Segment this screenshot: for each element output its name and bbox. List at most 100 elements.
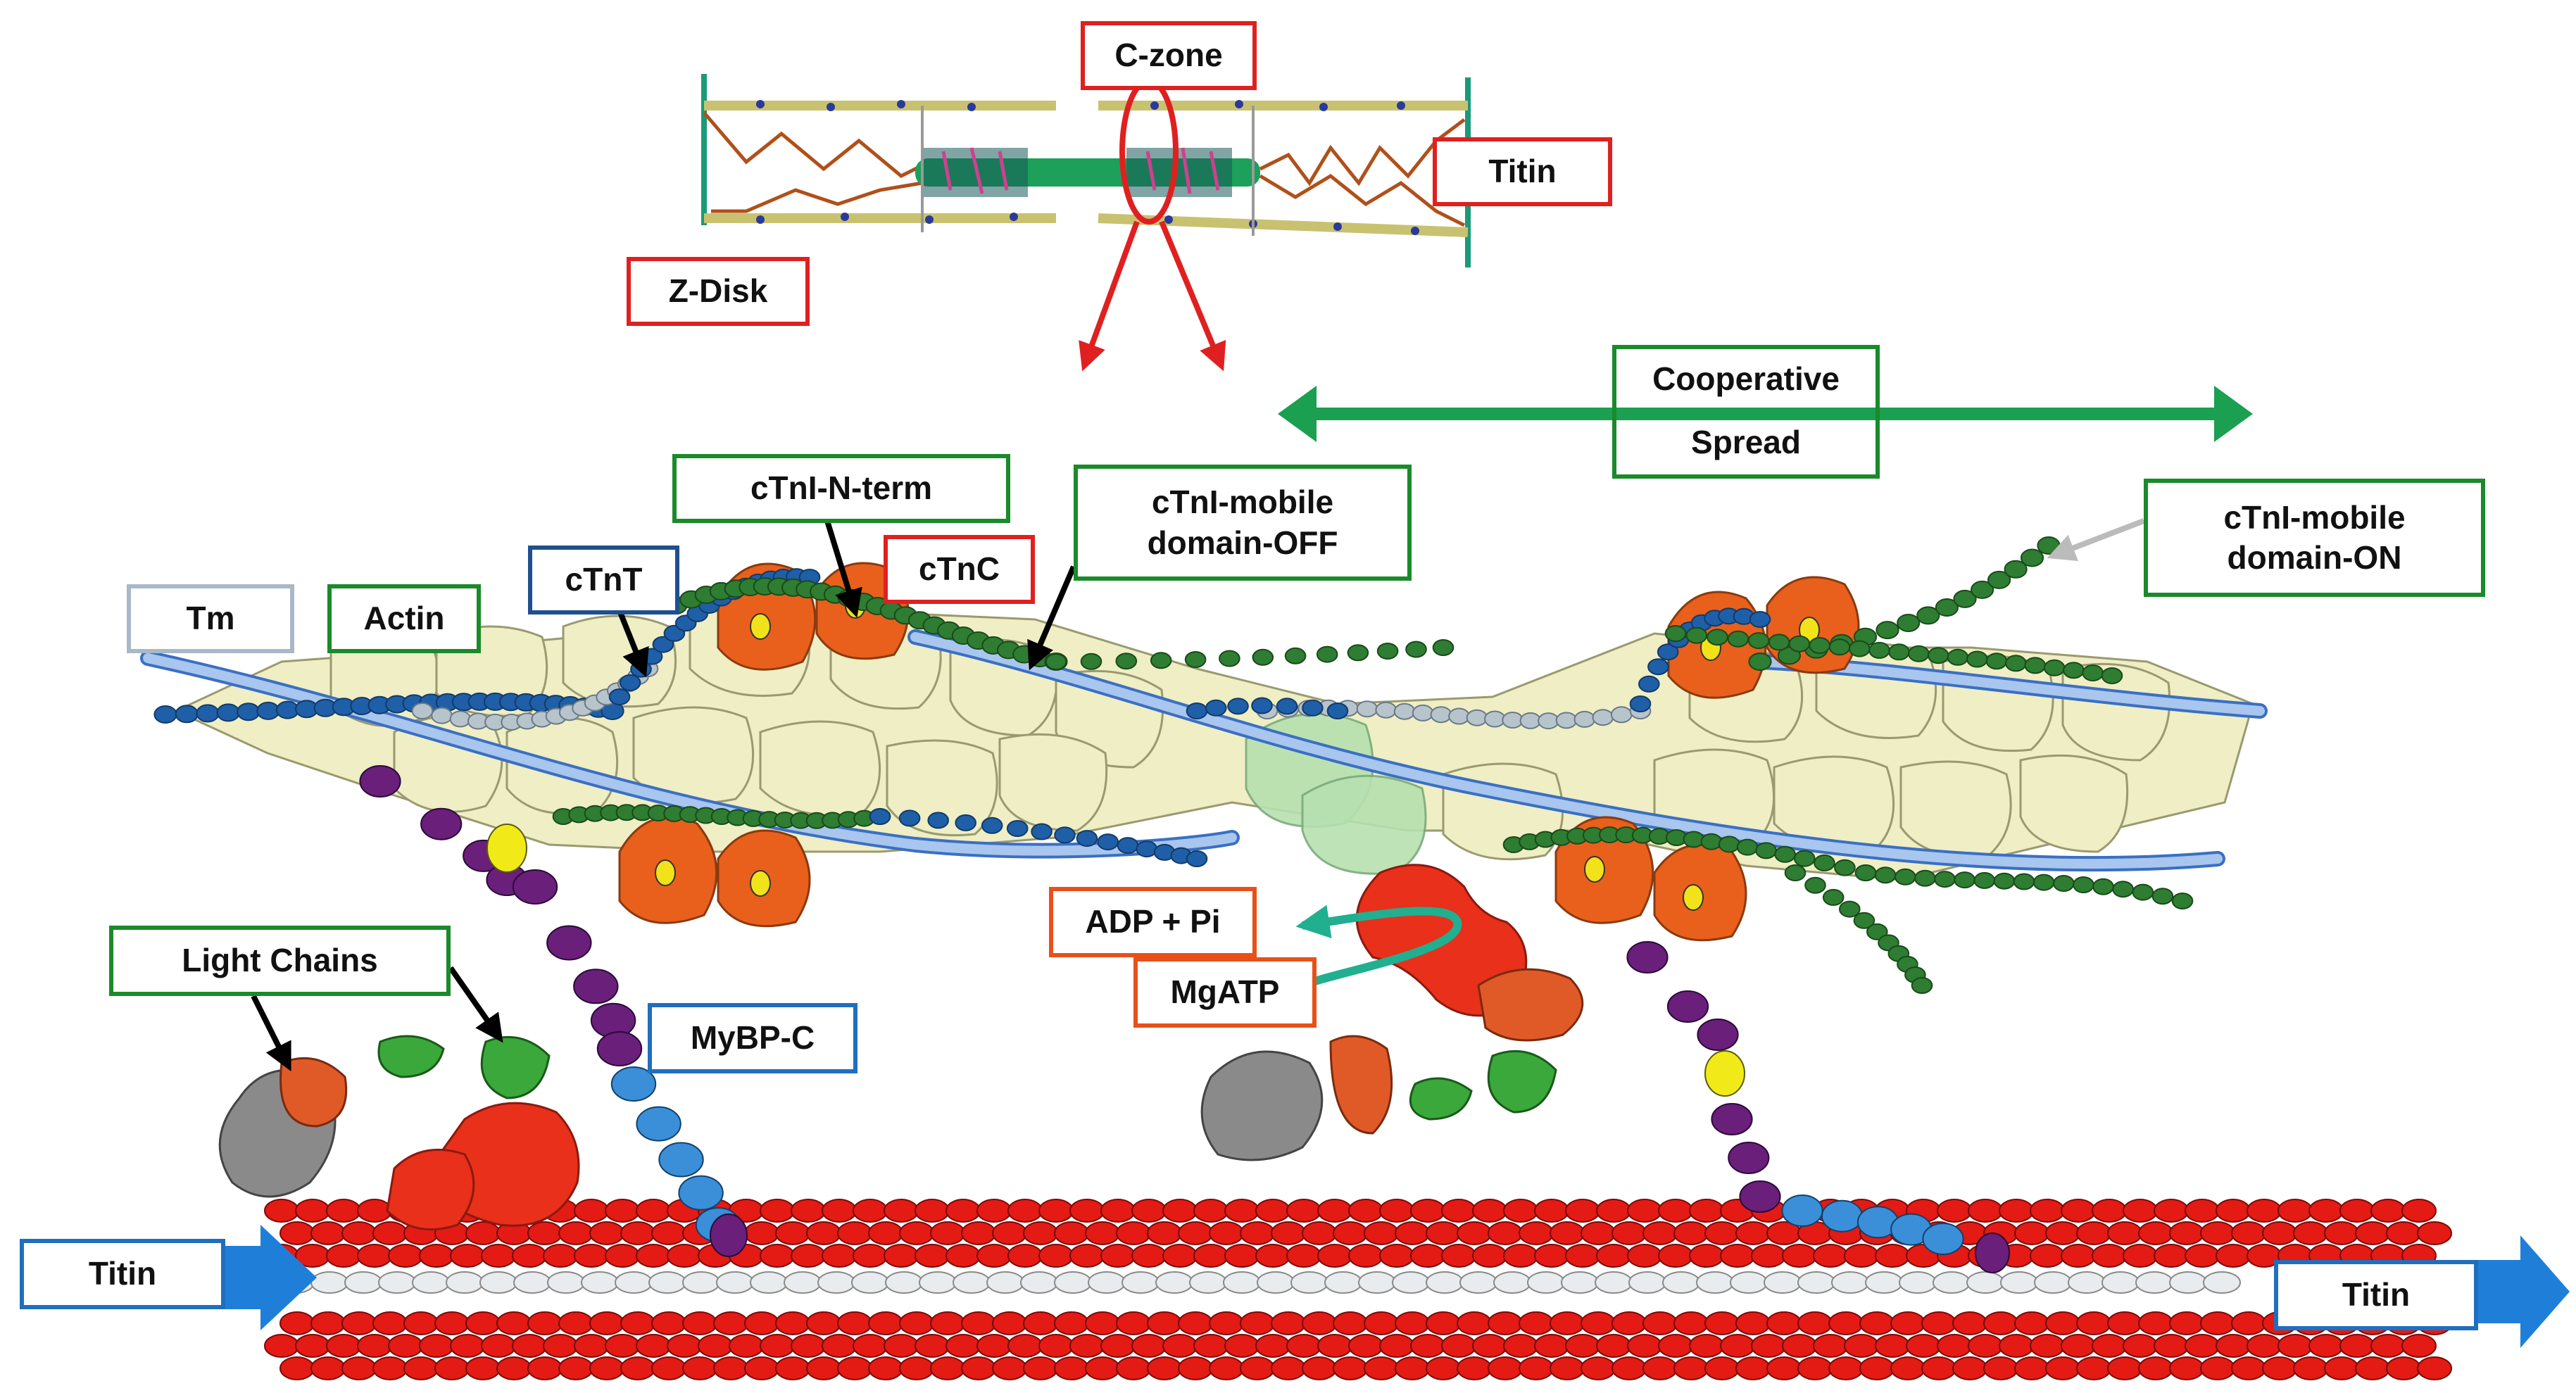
- mybp-c-domain: [636, 1106, 681, 1142]
- myosin-filament-segment: [295, 1334, 330, 1358]
- myosin-filament-segment: [1875, 1244, 1910, 1268]
- tm-label: Tm: [127, 584, 294, 653]
- myosin-filament-segment: [388, 1244, 423, 1268]
- myosin-filament-segment: [2308, 1199, 2344, 1223]
- myosin-filament-segment: [636, 1334, 671, 1358]
- ctni-bead: [1774, 845, 1796, 863]
- ctnc-text: cTnC: [919, 550, 1000, 588]
- myosin-filament-segment: [1147, 1221, 1182, 1245]
- titin-left-text: Titin: [88, 1255, 157, 1292]
- myosin-filament-segment: [884, 1334, 919, 1358]
- myosin-filament-segment: [1596, 1199, 1631, 1223]
- myosin-filament-segment: [1828, 1311, 1864, 1335]
- myosin-filament-segment: [899, 1356, 934, 1380]
- myosin-head-left: [218, 1035, 580, 1231]
- myosin-filament-segment: [1441, 1199, 1476, 1223]
- myosin-filament-segment: [527, 1356, 563, 1380]
- myosin-filament-segment: [558, 1356, 593, 1380]
- titin-core-segment: [2203, 1271, 2241, 1294]
- myosin-filament-segment: [1224, 1334, 1259, 1358]
- myosin-filament-segment: [1379, 1334, 1414, 1358]
- ctnt-bead: [1186, 850, 1208, 867]
- myosin-filament-segment: [1364, 1356, 1399, 1380]
- ctnt-bead: [619, 674, 641, 691]
- titin-spring-right: [1259, 118, 1466, 187]
- titin-core-segment: [1493, 1271, 1531, 1294]
- myosin-filament-segment: [1550, 1311, 1585, 1335]
- mybp-c-domain: [1666, 990, 1709, 1023]
- myosin-filament-segment: [651, 1356, 686, 1380]
- ctni-n-term-label: cTnI-N-term: [672, 454, 1010, 523]
- myosin-filament-segment: [1302, 1311, 1337, 1335]
- myosin-filament-segment: [574, 1199, 609, 1223]
- myosin-filament-segment: [1797, 1356, 1833, 1380]
- myosin-filament-segment: [465, 1356, 501, 1380]
- titin-core-segment: [716, 1271, 754, 1294]
- myosin-filament-segment: [2277, 1334, 2313, 1358]
- ctnt-bead: [1638, 675, 1660, 693]
- myosin-filament-segment: [1937, 1334, 1972, 1358]
- mybp-c-label: MyBP-C: [648, 1003, 857, 1073]
- thin-filament-beads: [756, 100, 1419, 235]
- titin-core-segment: [1324, 1271, 1362, 1294]
- myosin-filament-segment: [1472, 1334, 1507, 1358]
- ctnt-bead: [237, 702, 260, 721]
- ctni-bead: [1814, 854, 1835, 871]
- myosin-filament-segment: [1286, 1199, 1321, 1223]
- myosin-filament-segment: [1209, 1356, 1244, 1380]
- mybp-c-domain: [1922, 1223, 1964, 1255]
- myosin-filament-segment: [620, 1221, 655, 1245]
- titin-top-label: Titin: [1433, 137, 1612, 206]
- myosin-filament-segment: [775, 1221, 810, 1245]
- myosin-filament-segment: [1735, 1311, 1771, 1335]
- ctni-bead: [1432, 639, 1455, 656]
- myosin-filament-segment: [419, 1334, 454, 1358]
- myosin-filament-segment: [1503, 1199, 1538, 1223]
- ctnt-bead: [1076, 830, 1098, 847]
- myosin-filament-segment: [930, 1356, 965, 1380]
- myosin-filament-segment: [651, 1311, 686, 1335]
- cooperative-spread-label: Cooperative Spread: [1612, 345, 1880, 479]
- myosin-filament-segment: [1023, 1356, 1058, 1380]
- myosin-filament-segment: [2355, 1356, 2390, 1380]
- mybp-c-linker: [486, 824, 527, 873]
- myosin-filament-segment: [1178, 1356, 1213, 1380]
- titin-core-segment: [1865, 1271, 1903, 1294]
- myosin-filament-segment: [744, 1356, 779, 1380]
- myosin-filament-segment: [2169, 1356, 2204, 1380]
- myosin-filament-segment: [1116, 1356, 1151, 1380]
- myosin-filament-segment: [2216, 1244, 2251, 1268]
- myosin-filament-segment: [2185, 1334, 2220, 1358]
- myosin-filament-segment: [2123, 1199, 2158, 1223]
- adp-pi-label: ADP + Pi: [1049, 887, 1257, 957]
- myosin-filament-segment: [527, 1311, 563, 1335]
- titin-core-segment: [953, 1271, 991, 1294]
- myosin-filament-segment: [2370, 1199, 2406, 1223]
- titin-core-segment: [1155, 1271, 1193, 1294]
- myosin-filament-segment: [1007, 1244, 1043, 1268]
- myosin-filament-segment: [1565, 1334, 1600, 1358]
- ctnt-bead: [196, 704, 220, 723]
- myosin-filament-segment: [1782, 1334, 1817, 1358]
- ctni-bead: [1834, 859, 1856, 876]
- myosin-filament-segment: [2169, 1221, 2204, 1245]
- myosin-filament-segment: [2154, 1334, 2189, 1358]
- myosin-filament-segment: [1999, 1334, 2034, 1358]
- myosin-filament-segment: [915, 1334, 950, 1358]
- myosin-filament-segment: [357, 1334, 392, 1358]
- myosin-filament-segment: [992, 1356, 1027, 1380]
- ctnt-bead: [256, 701, 280, 720]
- titin-core-segment: [1290, 1271, 1328, 1294]
- myosin-filament-segment: [1968, 1199, 2003, 1223]
- mybp-c-text: MyBP-C: [690, 1019, 815, 1057]
- myosin-filament-segment: [961, 1221, 996, 1245]
- z-disk-text: Z-Disk: [668, 272, 768, 310]
- myosin-filament-segment: [837, 1311, 872, 1335]
- myosin-filament-segment: [1131, 1244, 1167, 1268]
- myosin-filament-segment: [806, 1356, 841, 1380]
- titin-core-segment: [1426, 1271, 1464, 1294]
- myosin-filament-segment: [481, 1244, 516, 1268]
- myosin-filament-segment: [822, 1244, 857, 1268]
- myosin-filament-segment: [1828, 1356, 1864, 1380]
- myosin-filament-segment: [1364, 1221, 1399, 1245]
